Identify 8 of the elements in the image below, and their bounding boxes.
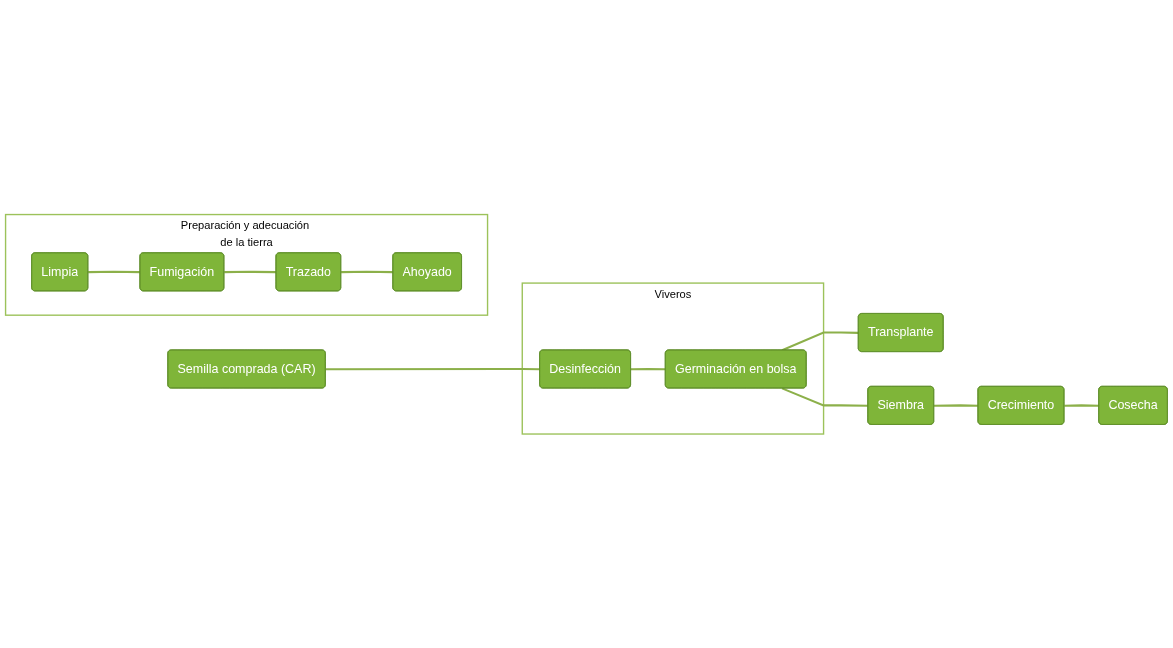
connector bbox=[1064, 404, 1100, 407]
connector bbox=[88, 270, 141, 273]
connector bbox=[341, 270, 394, 273]
connector bbox=[781, 387, 869, 407]
connector bbox=[325, 367, 540, 371]
connector bbox=[630, 367, 666, 371]
connector bbox=[934, 404, 979, 407]
connector bbox=[224, 270, 277, 273]
